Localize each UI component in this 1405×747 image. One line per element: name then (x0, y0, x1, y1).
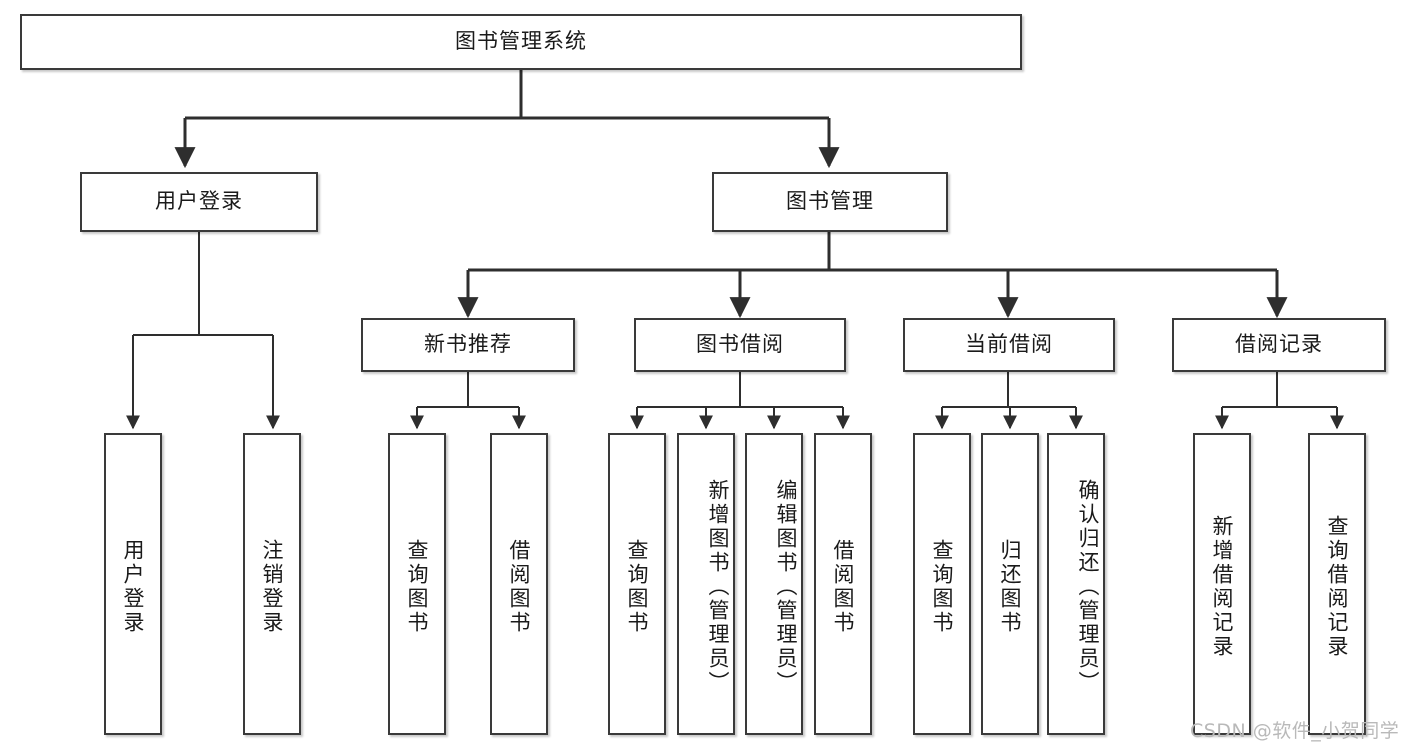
node-borrow-record[interactable]: 借阅记录 (1172, 318, 1386, 372)
leaf-borrow-edit-book-admin[interactable]: 编辑图书（管理员） (745, 433, 803, 735)
leaf-current-return-book[interactable]: 归还图书 (981, 433, 1039, 735)
node-user-login[interactable]: 用户登录 (80, 172, 318, 232)
node-label: 新增借阅记录 (1210, 515, 1234, 659)
node-book-management[interactable]: 图书管理 (712, 172, 948, 232)
node-label: 查询图书 (625, 539, 649, 635)
leaf-record-query-borrow-record[interactable]: 查询借阅记录 (1308, 433, 1366, 735)
leaf-user-login[interactable]: 用户登录 (104, 433, 162, 735)
leaf-borrow-query-book[interactable]: 查询图书 (608, 433, 666, 735)
node-label: 新书推荐 (424, 332, 512, 357)
watermark-text: CSDN @软件_小贺同学 (1190, 720, 1400, 742)
leaf-borrow-borrow-book[interactable]: 借阅图书 (814, 433, 872, 735)
leaf-borrow-add-book-admin[interactable]: 新增图书（管理员） (677, 433, 735, 735)
node-current-borrow[interactable]: 当前借阅 (903, 318, 1115, 372)
node-label: 确认归还（管理员） (1076, 479, 1100, 695)
node-label: 注销登录 (260, 539, 284, 635)
node-label: 新增图书（管理员） (706, 479, 730, 695)
leaf-current-query-book[interactable]: 查询图书 (913, 433, 971, 735)
node-label: 借阅记录 (1235, 332, 1323, 357)
node-root-book-management-system[interactable]: 图书管理系统 (20, 14, 1022, 70)
node-label: 查询借阅记录 (1325, 515, 1349, 659)
node-label: 图书管理 (786, 189, 874, 214)
leaf-new-book-query[interactable]: 查询图书 (388, 433, 446, 735)
node-label: 当前借阅 (965, 332, 1053, 357)
node-label: 借阅图书 (507, 539, 531, 635)
node-label: 归还图书 (998, 539, 1022, 635)
node-label: 用户登录 (155, 189, 243, 214)
node-label: 图书管理系统 (455, 29, 587, 54)
node-label: 借阅图书 (831, 539, 855, 635)
node-book-borrow[interactable]: 图书借阅 (634, 318, 846, 372)
leaf-record-add-borrow-record[interactable]: 新增借阅记录 (1193, 433, 1251, 735)
node-label: 用户登录 (121, 539, 145, 635)
node-label: 编辑图书（管理员） (774, 479, 798, 695)
node-new-book-recommend[interactable]: 新书推荐 (361, 318, 575, 372)
node-label: 查询图书 (930, 539, 954, 635)
leaf-current-confirm-return-admin[interactable]: 确认归还（管理员） (1047, 433, 1105, 735)
leaf-new-book-borrow[interactable]: 借阅图书 (490, 433, 548, 735)
node-label: 查询图书 (405, 539, 429, 635)
leaf-user-logout[interactable]: 注销登录 (243, 433, 301, 735)
node-label: 图书借阅 (696, 332, 784, 357)
